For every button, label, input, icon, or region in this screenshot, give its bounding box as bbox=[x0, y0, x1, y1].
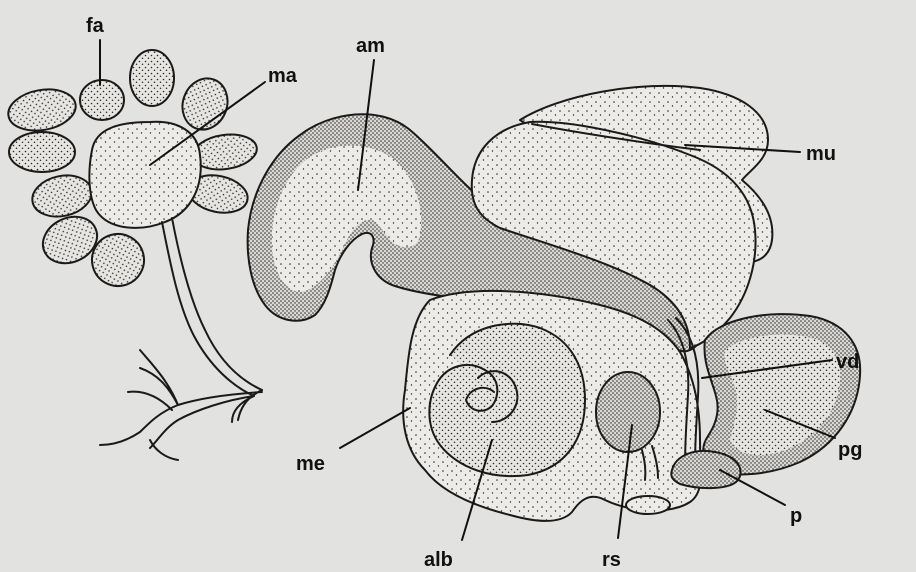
label-p: p bbox=[790, 505, 802, 527]
label-rs: rs bbox=[602, 549, 621, 571]
leader-me bbox=[340, 408, 410, 448]
leader-p bbox=[720, 470, 785, 505]
label-vd: vd bbox=[836, 351, 859, 373]
lobe-top bbox=[80, 80, 124, 120]
gland-central-body bbox=[89, 122, 200, 228]
label-alb: alb bbox=[424, 549, 453, 571]
root-branches bbox=[100, 350, 262, 460]
lobe-top-right-1 bbox=[130, 50, 174, 106]
lobe-left-1 bbox=[9, 132, 75, 172]
duct-inner bbox=[162, 222, 254, 396]
label-pg: pg bbox=[838, 439, 862, 461]
lobe-left-2 bbox=[28, 170, 95, 222]
label-me: me bbox=[296, 453, 325, 475]
receptaculum-seminis bbox=[596, 372, 660, 452]
lobe-top-left bbox=[5, 84, 79, 135]
label-am: am bbox=[356, 35, 385, 57]
label-mu: mu bbox=[806, 143, 836, 165]
label-fa: fa bbox=[86, 15, 105, 37]
penis bbox=[671, 451, 740, 488]
gland-cluster bbox=[5, 50, 259, 292]
genital-pore bbox=[626, 496, 670, 514]
label-ma: ma bbox=[268, 65, 298, 87]
